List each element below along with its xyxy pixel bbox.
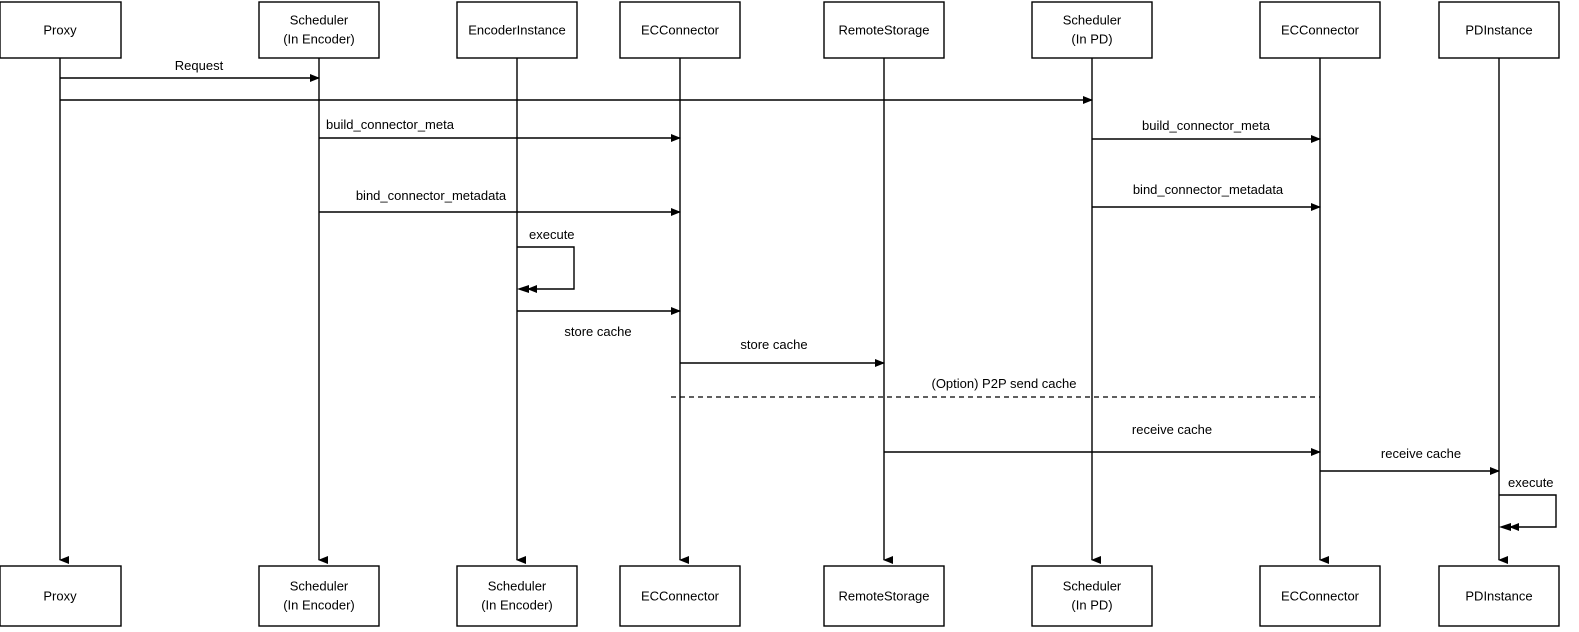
message-m6: bind_connector_metadata — [1092, 182, 1321, 211]
participant-box-remote[interactable] — [823, 1, 945, 59]
message-m8: store cache — [680, 337, 885, 367]
message-label-m5: bind_connector_metadata — [356, 188, 507, 203]
participant-label-ecconn_right: ECConnector — [1281, 22, 1360, 37]
participant-label-enc_inst: EncoderInstance — [468, 22, 566, 37]
participant-label-pd_inst_b: PDInstance — [1465, 588, 1532, 603]
participant-box-remote_b[interactable] — [823, 565, 945, 627]
participant-sched_pd_b[interactable]: Scheduler (In PD) — [1031, 565, 1153, 627]
participant-box-proxy[interactable] — [0, 1, 122, 59]
participant-label-sched_enc2_b-line1: Scheduler — [488, 578, 547, 593]
lifelines-group — [59, 58, 1508, 564]
participant-label-ecconn_left: ECConnector — [641, 22, 720, 37]
participant-box-sched_enc2_b[interactable] — [456, 565, 578, 627]
participant-sched_enc2_b[interactable]: Scheduler (In Encoder) — [456, 565, 578, 627]
bottom-participants-group: Proxy Scheduler (In Encoder) Scheduler (In E… — [0, 565, 1560, 627]
participant-box-ecconn_left_b[interactable] — [619, 565, 741, 627]
participant-ecconn_left_b[interactable]: ECConnector — [619, 565, 741, 627]
top-participants-group: Proxy Scheduler (In Encoder) EncoderInstanc… — [0, 1, 1560, 59]
participant-sched_enc_b[interactable]: Scheduler (In Encoder) — [258, 565, 380, 627]
participant-sched_pd[interactable]: Scheduler (In PD) — [1031, 1, 1153, 59]
participant-label-sched_pd_b-line2: (In PD) — [1071, 597, 1112, 612]
self-message-label-s1: execute — [529, 227, 575, 242]
participant-box-ecconn_left[interactable] — [619, 1, 741, 59]
participant-label-sched_enc_b-line1: Scheduler — [290, 578, 349, 593]
participant-label-remote_b: RemoteStorage — [838, 588, 929, 603]
message-label-m8: store cache — [740, 337, 807, 352]
participant-label-sched_pd-line2: (In PD) — [1071, 31, 1112, 46]
participant-label-pd_inst: PDInstance — [1465, 22, 1532, 37]
participant-pd_inst[interactable]: PDInstance — [1438, 1, 1560, 59]
participant-box-pd_inst[interactable] — [1438, 1, 1560, 59]
participant-box-ecconn_right_b[interactable] — [1259, 565, 1381, 627]
participant-box-enc_inst[interactable] — [456, 1, 578, 59]
messages-group: Request build_connector_meta build_connect… — [60, 58, 1500, 475]
message-label-m6: bind_connector_metadata — [1133, 182, 1284, 197]
participant-ecconn_right_b[interactable]: ECConnector — [1259, 565, 1381, 627]
participant-label-ecconn_left_b: ECConnector — [641, 588, 720, 603]
message-m11: receive cache — [1320, 446, 1500, 475]
participant-box-sched_enc[interactable] — [258, 1, 380, 59]
self-message-arrowhead-s1 — [517, 285, 529, 293]
message-label-m11: receive cache — [1381, 446, 1461, 461]
participant-label-sched_enc-line1: Scheduler — [290, 12, 349, 27]
participant-proxy[interactable]: Proxy — [0, 1, 122, 59]
message-m5: bind_connector_metadata — [319, 188, 681, 216]
participant-label-remote: RemoteStorage — [838, 22, 929, 37]
self-message-s2: execute — [1499, 475, 1557, 531]
participant-pd_inst_b[interactable]: PDInstance — [1438, 565, 1560, 627]
participant-label-ecconn_right_b: ECConnector — [1281, 588, 1360, 603]
message-m4: build_connector_meta — [1092, 118, 1321, 143]
self-message-s1: execute — [517, 227, 575, 293]
participant-ecconn_left[interactable]: ECConnector — [619, 1, 741, 59]
participant-box-sched_pd_b[interactable] — [1031, 565, 1153, 627]
message-label-m3: build_connector_meta — [326, 117, 455, 132]
self-message-arrowhead-s2 — [1499, 523, 1511, 531]
participant-box-proxy_b[interactable] — [0, 565, 122, 627]
self-message-path-s2 — [1499, 494, 1557, 531]
participant-label-sched_pd-line1: Scheduler — [1063, 12, 1122, 27]
message-m9: (Option) P2P send cache — [671, 376, 1320, 398]
participant-enc_inst[interactable]: EncoderInstance — [456, 1, 578, 59]
participant-ecconn_right[interactable]: ECConnector — [1259, 1, 1381, 59]
participant-label-proxy: Proxy — [43, 22, 77, 37]
message-label-m7: store cache — [564, 324, 631, 339]
message-label-m1: Request — [175, 58, 224, 73]
message-label-m4: build_connector_meta — [1142, 118, 1271, 133]
participant-label-sched_enc_b-line2: (In Encoder) — [283, 597, 355, 612]
message-m7: store cache — [517, 307, 681, 339]
message-label-m10: receive cache — [1132, 422, 1212, 437]
participant-sched_enc[interactable]: Scheduler (In Encoder) — [258, 1, 380, 59]
participant-box-ecconn_right[interactable] — [1259, 1, 1381, 59]
self-message-label-s2: execute — [1508, 475, 1554, 490]
participant-label-sched_enc-line2: (In Encoder) — [283, 31, 355, 46]
message-m10: receive cache — [884, 422, 1321, 456]
participant-proxy_b[interactable]: Proxy — [0, 565, 122, 627]
participant-box-pd_inst_b[interactable] — [1438, 565, 1560, 627]
participant-box-sched_enc_b[interactable] — [258, 565, 380, 627]
message-m1: Request — [60, 58, 320, 82]
participant-label-sched_pd_b-line1: Scheduler — [1063, 578, 1122, 593]
participant-remote[interactable]: RemoteStorage — [823, 1, 945, 59]
participant-box-sched_pd[interactable] — [1031, 1, 1153, 59]
message-label-m9: (Option) P2P send cache — [931, 376, 1076, 391]
participant-label-sched_enc2_b-line2: (In Encoder) — [481, 597, 553, 612]
self-message-path-s1 — [517, 246, 575, 293]
message-m3: build_connector_meta — [319, 117, 681, 142]
participant-label-proxy_b: Proxy — [43, 588, 77, 603]
self-messages-group: execute execute — [517, 227, 1557, 531]
participant-remote_b[interactable]: RemoteStorage — [823, 565, 945, 627]
